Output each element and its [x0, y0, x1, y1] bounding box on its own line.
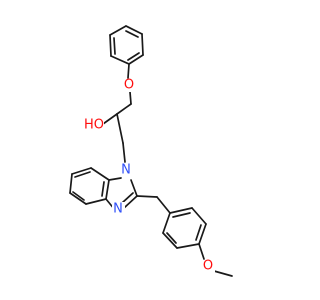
bond-inner [125, 30, 139, 38]
atom-label: N [121, 163, 131, 178]
bond [128, 54, 144, 65]
atom-label: O [203, 259, 213, 274]
bond-inner [72, 191, 85, 201]
atom-O-phenoxy: O [122, 78, 136, 93]
bond [169, 207, 193, 214]
methoxy-bond [198, 243, 205, 260]
benzyl-bond [156, 196, 171, 214]
bond [162, 232, 178, 249]
bond [110, 55, 130, 65]
bond [85, 198, 107, 205]
bond [116, 103, 132, 115]
atom-O-methoxy: O [201, 259, 215, 274]
bond-inner [172, 212, 191, 218]
bond [176, 243, 200, 249]
bond [109, 34, 112, 57]
bond-inner [74, 171, 91, 178]
bond [108, 177, 122, 181]
bond-inner [101, 181, 105, 197]
bond [116, 113, 124, 144]
phenyl-ring-bottom [162, 207, 207, 249]
propanol-linker [102, 63, 132, 163]
bond [105, 179, 110, 200]
methoxy-bond [213, 270, 233, 277]
bond [69, 173, 73, 194]
bond [129, 91, 132, 105]
bond [123, 195, 138, 209]
bond [122, 142, 126, 163]
atom-label: N [113, 202, 123, 217]
bond [130, 179, 138, 197]
bond [198, 223, 207, 245]
bond [69, 192, 87, 205]
atom-label: O [124, 78, 134, 93]
molecule-canvas: O HO N N O [69, 25, 233, 277]
atom-N1: N [120, 163, 133, 178]
bond [141, 33, 144, 56]
bond [127, 63, 130, 79]
bond-inner [113, 37, 116, 55]
structure-diagram: O HO N N O [69, 25, 233, 277]
bond-inner [127, 52, 140, 61]
bond-inner [195, 224, 202, 241]
bond [102, 113, 118, 125]
phenyl-ring-top [109, 25, 144, 65]
bond [71, 167, 92, 175]
atom-HO-hydroxyl: HO [82, 118, 104, 133]
bond [125, 25, 143, 35]
atom-N3: N [112, 202, 125, 217]
bond [191, 207, 207, 225]
bond [109, 25, 127, 36]
bond [162, 212, 171, 234]
bond [121, 192, 134, 204]
bond [90, 167, 110, 181]
bond-inner [166, 232, 177, 244]
atom-label: HO [84, 118, 104, 133]
benzyl-bond [136, 195, 158, 198]
benzo-ring [69, 167, 110, 205]
